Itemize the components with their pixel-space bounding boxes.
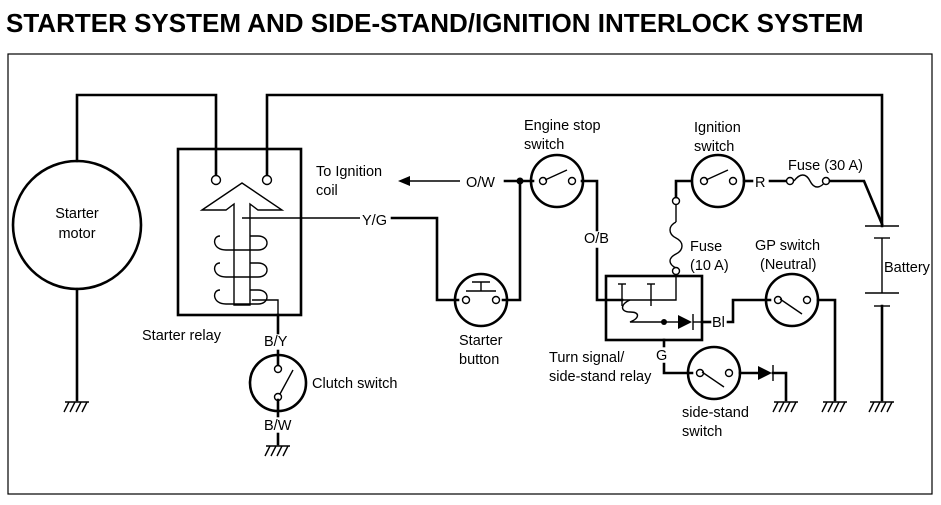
wire-label-ow: O/W — [466, 175, 495, 191]
wire-label-r: R — [755, 175, 765, 191]
relay-to-battery-wire — [265, 93, 884, 228]
to-ignition-coil-label-line1: To Ignition — [316, 164, 382, 180]
relay-to-side-stand-wire — [662, 338, 694, 375]
ignition-coil-wire — [398, 176, 535, 302]
wire-label-bl: Bl — [712, 315, 725, 331]
engine-stop-to-relay-wire — [580, 179, 624, 302]
gp-switch-ground-wire — [816, 298, 837, 402]
motor-to-relay-wire — [75, 93, 218, 177]
wire-label-g: G — [656, 348, 667, 364]
fuse-30a-label: Fuse (30 A) — [788, 158, 863, 174]
starter-button-label-line1: Starter — [459, 333, 503, 349]
relay-to-gp-switch-wire — [700, 298, 772, 324]
engine-stop-switch — [529, 153, 585, 209]
starter-motor-label-line1: Starter — [55, 206, 99, 222]
ignition-switch-label-line2: switch — [694, 139, 734, 155]
side-stand-switch-label-line2: switch — [682, 424, 722, 440]
fuse-30a — [785, 174, 831, 188]
motor-ground-icon — [63, 401, 89, 413]
gp-switch — [764, 272, 820, 328]
battery-ground-icon — [868, 401, 894, 413]
fuse-10a-label-line2: (10 A) — [690, 258, 729, 274]
fuse-10a-label-line1: Fuse — [690, 239, 722, 255]
gp-switch-label-line1: GP switch — [755, 238, 820, 254]
wire-label-by: B/Y — [264, 334, 288, 350]
starter-motor: Starter motor — [11, 159, 143, 291]
relay-to-starter-button-wire — [390, 216, 460, 302]
diagram-frame — [7, 53, 933, 495]
engine-stop-switch-label-line2: switch — [524, 137, 564, 153]
clutch-ground-icon — [264, 445, 290, 457]
starter-relay-label: Starter relay — [142, 328, 222, 344]
starter-motor-label-line2: motor — [58, 226, 95, 242]
side-stand-switch — [686, 345, 742, 401]
starter-button — [453, 272, 509, 328]
engine-stop-switch-label-line1: Engine stop — [524, 118, 601, 134]
battery-label: Battery — [884, 260, 931, 276]
ignition-to-fuse-wire — [674, 179, 692, 199]
ignition-switch-label-line1: Ignition — [694, 120, 741, 136]
side-stand-diode-wire — [738, 365, 788, 402]
side-stand-switch-label-line1: side-stand — [682, 405, 749, 421]
turn-signal-relay-label-line2: side-stand relay — [549, 369, 652, 385]
diagram-title: STARTER SYSTEM AND SIDE-STAND/IGNITION I… — [6, 8, 864, 38]
to-ignition-coil-label-line2: coil — [316, 183, 338, 199]
starter-relay — [176, 147, 360, 318]
side-stand-ground-icon — [772, 401, 798, 413]
wire-label-bw: B/W — [264, 418, 292, 434]
battery — [865, 225, 899, 307]
gp-switch-label-line2: (Neutral) — [760, 257, 816, 273]
gp-switch-ground-icon — [821, 401, 847, 413]
clutch-switch-label: Clutch switch — [312, 376, 397, 392]
turn-signal-relay-label-line1: Turn signal/ — [549, 350, 625, 366]
fuse30-to-battery-wire — [828, 179, 884, 226]
fuse-10a — [669, 196, 683, 276]
turn-signal-side-stand-relay — [604, 274, 706, 342]
starter-button-label-line2: button — [459, 352, 499, 368]
wire-label-yg: Y/G — [362, 213, 387, 229]
wire-label-ob: O/B — [584, 231, 609, 247]
ignition-switch — [690, 153, 746, 209]
